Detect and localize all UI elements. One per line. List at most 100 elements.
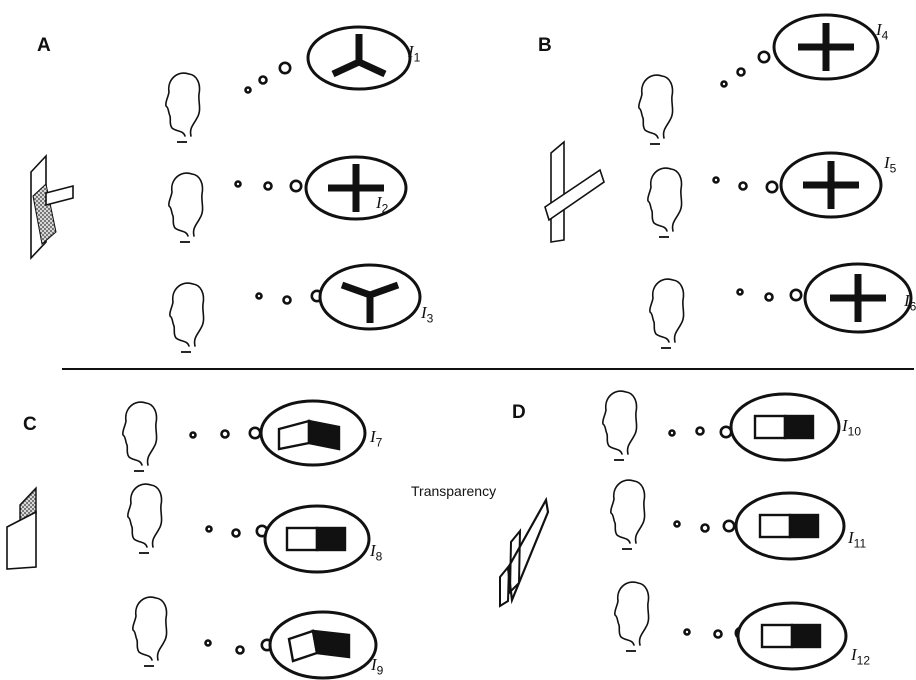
- observer-label-i5: I5: [884, 153, 897, 176]
- observer-label-i8: I8: [370, 541, 383, 564]
- object-drawing-icon: [499, 496, 550, 608]
- observer-row: [646, 151, 883, 238]
- percept-shape: [287, 629, 351, 663]
- percept-shape: [758, 513, 820, 539]
- observer-label-i12: I12: [851, 645, 871, 668]
- thought-bubble-icon: [234, 180, 242, 188]
- object-drawing-icon: [544, 140, 605, 243]
- head-outline-icon: [637, 74, 674, 145]
- percept-shape: [277, 419, 341, 451]
- head-outline-icon: [601, 390, 638, 461]
- observer-label-i10: I10: [842, 416, 862, 439]
- percept-shape: [331, 34, 387, 78]
- observer-label-i7: I7: [370, 427, 383, 450]
- observer-row: [609, 479, 846, 561]
- panel-label-b: B: [538, 35, 552, 56]
- observer-row: [121, 399, 367, 472]
- percept-shape: [328, 164, 384, 212]
- percept-shape: [285, 526, 347, 552]
- panel-label-c: C: [23, 414, 37, 435]
- head-outline-icon: [164, 72, 201, 143]
- thought-bubble-icon: [189, 431, 197, 439]
- head-outline-icon: [126, 483, 163, 554]
- transparency-caption: Transparency: [411, 483, 497, 499]
- thought-bubble-icon: [235, 645, 245, 655]
- percept-shape: [760, 623, 822, 649]
- head-outline-icon: [167, 172, 204, 243]
- thought-bubble-icon: [668, 429, 676, 437]
- thought-bubble-icon: [765, 180, 779, 194]
- head-outline-icon: [121, 401, 158, 472]
- thought-bubble-icon: [278, 61, 292, 75]
- rect-white-half: [285, 526, 319, 552]
- rect-black-half: [307, 419, 341, 451]
- observer-row: [601, 390, 841, 462]
- thought-bubble-icon: [722, 519, 736, 533]
- head-outline-icon: [609, 479, 646, 550]
- observer-row: [168, 263, 422, 353]
- rect-black-half: [788, 513, 820, 539]
- observer-row: [126, 483, 371, 574]
- thought-bubble-icon: [220, 429, 230, 439]
- percept-shape: [340, 281, 400, 323]
- thought-bubble-icon: [757, 50, 771, 64]
- observer-row: [613, 581, 848, 671]
- thought-bubble-icon: [789, 288, 803, 302]
- head-outline-icon: [168, 282, 205, 353]
- junction-arm: [357, 58, 387, 78]
- thought-bubble-icon: [736, 67, 746, 77]
- thought-bubble-icon: [255, 292, 263, 300]
- rect-black-half: [790, 623, 822, 649]
- thought-bubble-icon: [289, 179, 303, 193]
- observer-row: [167, 155, 408, 243]
- head-outline-icon: [131, 596, 168, 667]
- observer-row: [637, 13, 880, 145]
- percept-shape: [753, 414, 815, 440]
- head-outline-icon: [648, 278, 685, 349]
- thought-bubble-icon: [231, 528, 241, 538]
- thought-bubble-icon: [695, 426, 705, 436]
- observer-row: [648, 262, 913, 349]
- observer-label-i9: I9: [371, 655, 384, 678]
- thought-bubble-icon: [700, 523, 710, 533]
- observer-row: [164, 25, 412, 143]
- observer-label-i2: I2: [376, 193, 389, 216]
- rect-black-half: [783, 414, 815, 440]
- thought-bubble-icon: [204, 639, 212, 647]
- thought-bubble-icon: [205, 525, 213, 533]
- object-drawing-icon: [6, 486, 37, 570]
- observer-row: [131, 596, 378, 680]
- thought-bubble-icon: [263, 181, 273, 191]
- junction-arm: [368, 281, 400, 299]
- thought-bubble-icon: [736, 288, 744, 296]
- thought-bubble-icon: [713, 629, 723, 639]
- thought-bubble-icon: [738, 181, 748, 191]
- head-outline-icon: [613, 581, 650, 652]
- panel-label-d: D: [512, 402, 526, 423]
- observer-label-i11: I11: [848, 528, 867, 551]
- thought-bubble-icon: [258, 75, 268, 85]
- percept-shape: [803, 161, 859, 209]
- rect-white-half: [758, 513, 792, 539]
- thought-bubble-icon: [282, 295, 292, 305]
- thought-bubble-icon: [764, 292, 774, 302]
- thought-bubble-icon: [720, 80, 728, 88]
- junction-arm: [340, 281, 372, 299]
- observer-label-i1: I1: [408, 42, 421, 65]
- observer-label-i4: I4: [876, 20, 889, 43]
- object-drawing-icon: [30, 153, 74, 261]
- rect-white-half: [760, 623, 794, 649]
- thought-bubble-icon: [683, 628, 691, 636]
- thought-bubble-icon: [712, 176, 720, 184]
- thought-bubble-icon: [244, 86, 252, 94]
- observer-label-i3: I3: [421, 303, 434, 326]
- rect-white-half: [753, 414, 787, 440]
- observer-label-i6: I6: [904, 291, 916, 314]
- head-outline-icon: [646, 167, 683, 238]
- panel-label-a: A: [37, 35, 51, 56]
- junction-arm: [331, 58, 361, 78]
- thought-bubble-icon: [248, 426, 262, 440]
- percept-shape: [830, 274, 886, 322]
- thought-bubble-icon: [673, 520, 681, 528]
